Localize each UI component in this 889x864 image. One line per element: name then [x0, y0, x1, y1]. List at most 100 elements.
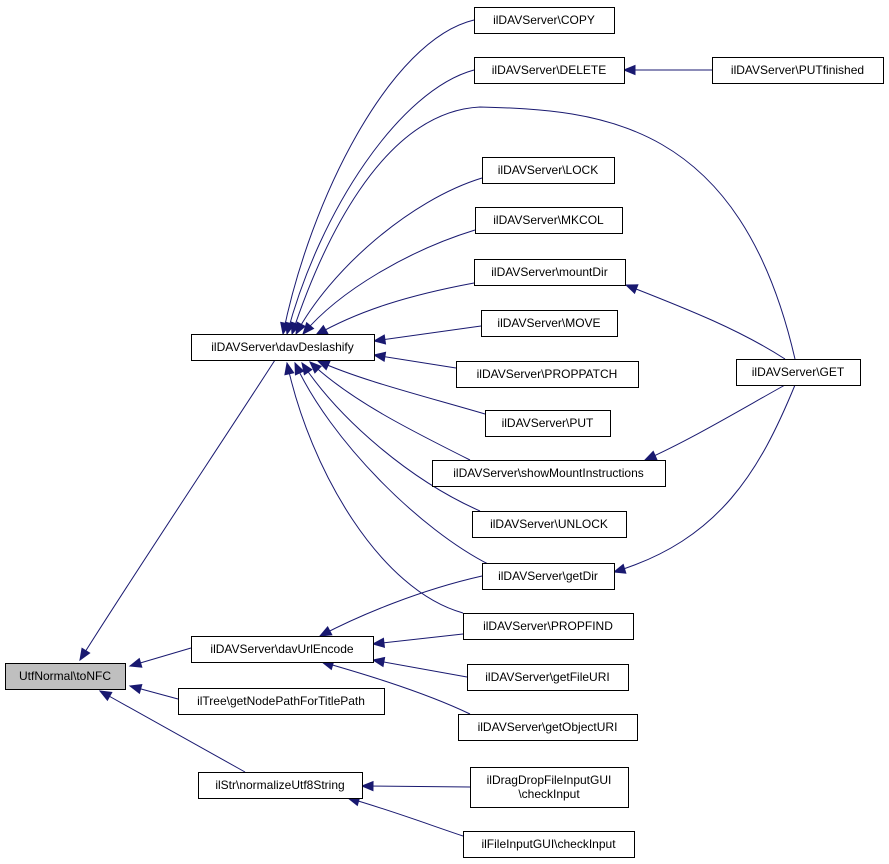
node-normalizeUtf8[interactable]: ilStr\normalizeUtf8String: [198, 772, 363, 799]
node-showMount[interactable]: ilDAVServer\showMountInstructions: [432, 460, 666, 487]
arrowhead-davDeslashify: [294, 361, 305, 376]
node-getFileURI[interactable]: ilDAVServer\getFileURI: [467, 664, 629, 691]
node-mountDir[interactable]: ilDAVServer\mountDir: [474, 259, 626, 286]
node-label: ilDAVServer\PUT: [502, 416, 594, 430]
node-box[interactable]: [458, 714, 638, 741]
edge-getFileURI-to-davUrlEncode: [372, 659, 468, 678]
node-box[interactable]: [474, 259, 626, 286]
edge-unlock-to-davDeslashify: [301, 362, 481, 512]
edge-getDir-to-davDeslashify: [294, 362, 491, 566]
nodes-layer: UtfNormal\toNFC ilDAVServer\davDeslashify…: [5, 7, 884, 858]
arrowhead-getDir: [612, 563, 627, 574]
node-box[interactable]: [198, 772, 363, 799]
node-proppatch[interactable]: ilDAVServer\PROPPATCH: [456, 361, 639, 388]
node-box[interactable]: [5, 663, 126, 690]
edge-propfind-to-davDeslashify: [286, 362, 464, 614]
arrowhead-delete: [622, 64, 636, 76]
node-get[interactable]: ilDAVServer\GET: [736, 359, 861, 386]
node-mkcol[interactable]: ilDAVServer\MKCOL: [475, 207, 623, 234]
node-box[interactable]: [467, 664, 629, 691]
node-box[interactable]: [472, 511, 627, 538]
arrowhead-davUrlEncode: [371, 656, 386, 668]
node-copy[interactable]: ilDAVServer\COPY: [474, 7, 615, 34]
arrowhead-davDeslashify: [302, 321, 315, 336]
arrowhead-normalizeUtf8: [360, 780, 374, 792]
node-box[interactable]: [456, 361, 639, 388]
node-box[interactable]: [191, 334, 375, 361]
node-box[interactable]: [481, 310, 618, 337]
arrowhead-davDeslashify: [314, 324, 329, 336]
node-box[interactable]: [191, 636, 374, 663]
node-label: ilDragDropFileInputGUI: [487, 773, 612, 787]
edge-get-to-mountDir: [625, 284, 786, 360]
node-getNodePath[interactable]: ilTree\getNodePathForTitlePath: [178, 688, 385, 715]
edge-dragDrop-to-normalizeUtf8: [361, 785, 471, 788]
node-box[interactable]: [485, 410, 611, 437]
node-box[interactable]: [470, 767, 629, 808]
node-label: ilDAVServer\PROPFIND: [483, 619, 613, 633]
node-label: ilDAVServer\getObjectURI: [478, 720, 618, 734]
edge-get-to-showMount: [644, 384, 786, 461]
edge-normalizeUtf8-to-toNFC: [99, 690, 246, 773]
node-unlock[interactable]: ilDAVServer\UNLOCK: [472, 511, 627, 538]
edge-getDir-to-davUrlEncode: [319, 575, 483, 637]
arrowhead-davDeslashify: [301, 361, 313, 376]
node-box[interactable]: [712, 57, 884, 84]
node-fileInput[interactable]: ilFileInputGUI\checkInput: [463, 831, 635, 858]
arrowhead-davDeslashify: [295, 321, 307, 336]
node-label: ilDAVServer\MOVE: [497, 316, 600, 330]
arrowhead-toNFC: [79, 647, 91, 662]
arrowhead-toNFC: [98, 690, 113, 702]
arrowhead-davDeslashify: [372, 334, 387, 345]
node-box[interactable]: [482, 563, 615, 590]
node-label: ilDAVServer\GET: [752, 365, 845, 379]
node-box[interactable]: [475, 207, 623, 234]
node-davDeslashify[interactable]: ilDAVServer\davDeslashify: [191, 334, 375, 361]
node-davUrlEncode[interactable]: ilDAVServer\davUrlEncode: [191, 636, 374, 663]
node-label: ilDAVServer\davUrlEncode: [210, 642, 353, 656]
arrowhead-davDeslashify: [284, 361, 295, 376]
node-box[interactable]: [474, 7, 615, 34]
node-getObjectURI[interactable]: ilDAVServer\getObjectURI: [458, 714, 638, 741]
arrowhead-showMount: [643, 450, 658, 461]
arrowhead-toNFC: [128, 657, 143, 668]
edge-copy-to-davDeslashify: [282, 19, 475, 335]
node-box[interactable]: [463, 831, 635, 858]
edge-showMount-to-davDeslashify: [309, 361, 471, 461]
node-label: ilDAVServer\MKCOL: [493, 213, 604, 227]
node-putFinished[interactable]: ilDAVServer\PUTfinished: [712, 57, 884, 84]
arrowhead-toNFC: [128, 683, 143, 695]
node-lock[interactable]: ilDAVServer\LOCK: [482, 157, 615, 184]
node-label: ilDAVServer\showMountInstructions: [453, 466, 644, 480]
node-label: ilDAVServer\davDeslashify: [211, 340, 354, 354]
node-delete[interactable]: ilDAVServer\DELETE: [474, 57, 625, 84]
node-label: ilDAVServer\PROPPATCH: [477, 367, 618, 381]
node-getDir[interactable]: ilDAVServer\getDir: [482, 563, 615, 590]
node-label: ilFileInputGUI\checkInput: [481, 837, 616, 851]
node-toNFC[interactable]: UtfNormal\toNFC: [5, 663, 126, 690]
arrowhead-davDeslashify: [309, 361, 322, 374]
node-box[interactable]: [474, 57, 625, 84]
node-box[interactable]: [432, 460, 666, 487]
edge-get-to-davDeslashify: [291, 106, 796, 360]
node-label: ilDAVServer\getFileURI: [485, 670, 609, 684]
edge-fileInput-to-normalizeUtf8: [347, 797, 464, 837]
edge-proppatch-to-davDeslashify: [373, 354, 457, 369]
node-put[interactable]: ilDAVServer\PUT: [485, 410, 611, 437]
edge-get-to-getDir: [613, 384, 796, 573]
node-move[interactable]: ilDAVServer\MOVE: [481, 310, 618, 337]
node-box[interactable]: [736, 359, 861, 386]
node-propfind[interactable]: ilDAVServer\PROPFIND: [463, 613, 634, 640]
arrowhead-davDeslashify: [372, 351, 387, 362]
edge-mountDir-to-davDeslashify: [315, 282, 475, 336]
node-label: ilDAVServer\LOCK: [498, 163, 598, 177]
arrowhead-davUrlEncode: [318, 626, 333, 637]
node-box[interactable]: [463, 613, 634, 640]
node-box[interactable]: [178, 688, 385, 715]
node-box[interactable]: [482, 157, 615, 184]
node-dragDrop[interactable]: ilDragDropFileInputGUI\checkInput: [470, 767, 629, 808]
arrowhead-davUrlEncode: [371, 637, 386, 648]
node-label: ilStr\normalizeUtf8String: [215, 778, 344, 792]
node-label: \checkInput: [518, 787, 580, 801]
